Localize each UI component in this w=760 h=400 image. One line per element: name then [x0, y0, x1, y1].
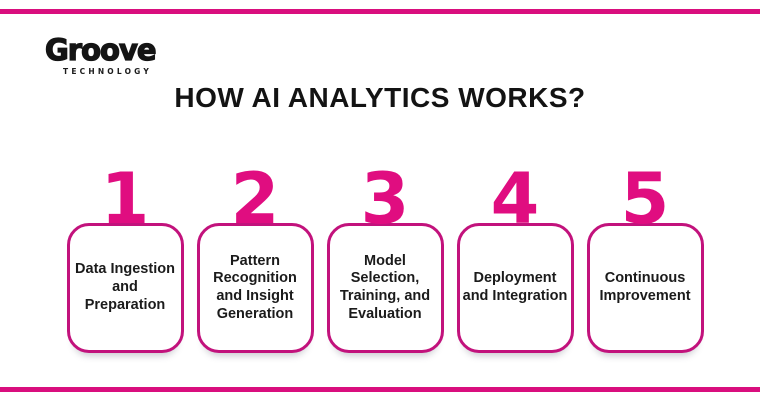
- step-3-label: Model Selection, Training, and Evaluatio…: [339, 252, 431, 322]
- step-1: 1 Data Ingestion and Preparation: [66, 158, 184, 353]
- step-1-label: Data Ingestion and Preparation: [75, 261, 175, 313]
- page-title: HOW AI ANALYTICS WORKS?: [174, 82, 586, 113]
- steps-row: 1 Data Ingestion and Preparation 2 Patte…: [0, 158, 760, 353]
- step-1-number: 1: [100, 158, 150, 240]
- step-4-label: Deployment and Integration: [462, 270, 568, 304]
- step-5-label: Continuous Improvement: [599, 270, 691, 304]
- top-accent-bar: [0, 9, 760, 14]
- step-2-label: Pattern Recognition and Insight Generati…: [213, 252, 297, 322]
- step-3-card: Model Selection, Training, and Evaluatio…: [326, 223, 444, 353]
- step-3: 3 Model Selection, Training, and Evaluat…: [326, 158, 444, 353]
- step-2-card: Pattern Recognition and Insight Generati…: [196, 223, 314, 353]
- step-2: 2 Pattern Recognition and Insight Genera…: [196, 158, 314, 353]
- step-5-card: Continuous Improvement: [586, 223, 704, 353]
- brand-logo-tagline: TECHNOLOGY: [63, 67, 152, 77]
- step-5-number: 5: [620, 158, 670, 240]
- step-3-number: 3: [360, 158, 410, 240]
- brand-logo-name: Groove: [44, 33, 157, 67]
- step-4: 4 Deployment and Integration: [456, 158, 574, 353]
- step-4-number: 4: [490, 158, 540, 240]
- step-1-card: Data Ingestion and Preparation: [66, 223, 184, 353]
- step-2-number: 2: [230, 158, 280, 240]
- step-4-card: Deployment and Integration: [456, 223, 574, 353]
- step-5: 5 Continuous Improvement: [586, 158, 704, 353]
- brand-logo: Groove TECHNOLOGY: [44, 33, 157, 77]
- bottom-accent-bar: [0, 387, 760, 392]
